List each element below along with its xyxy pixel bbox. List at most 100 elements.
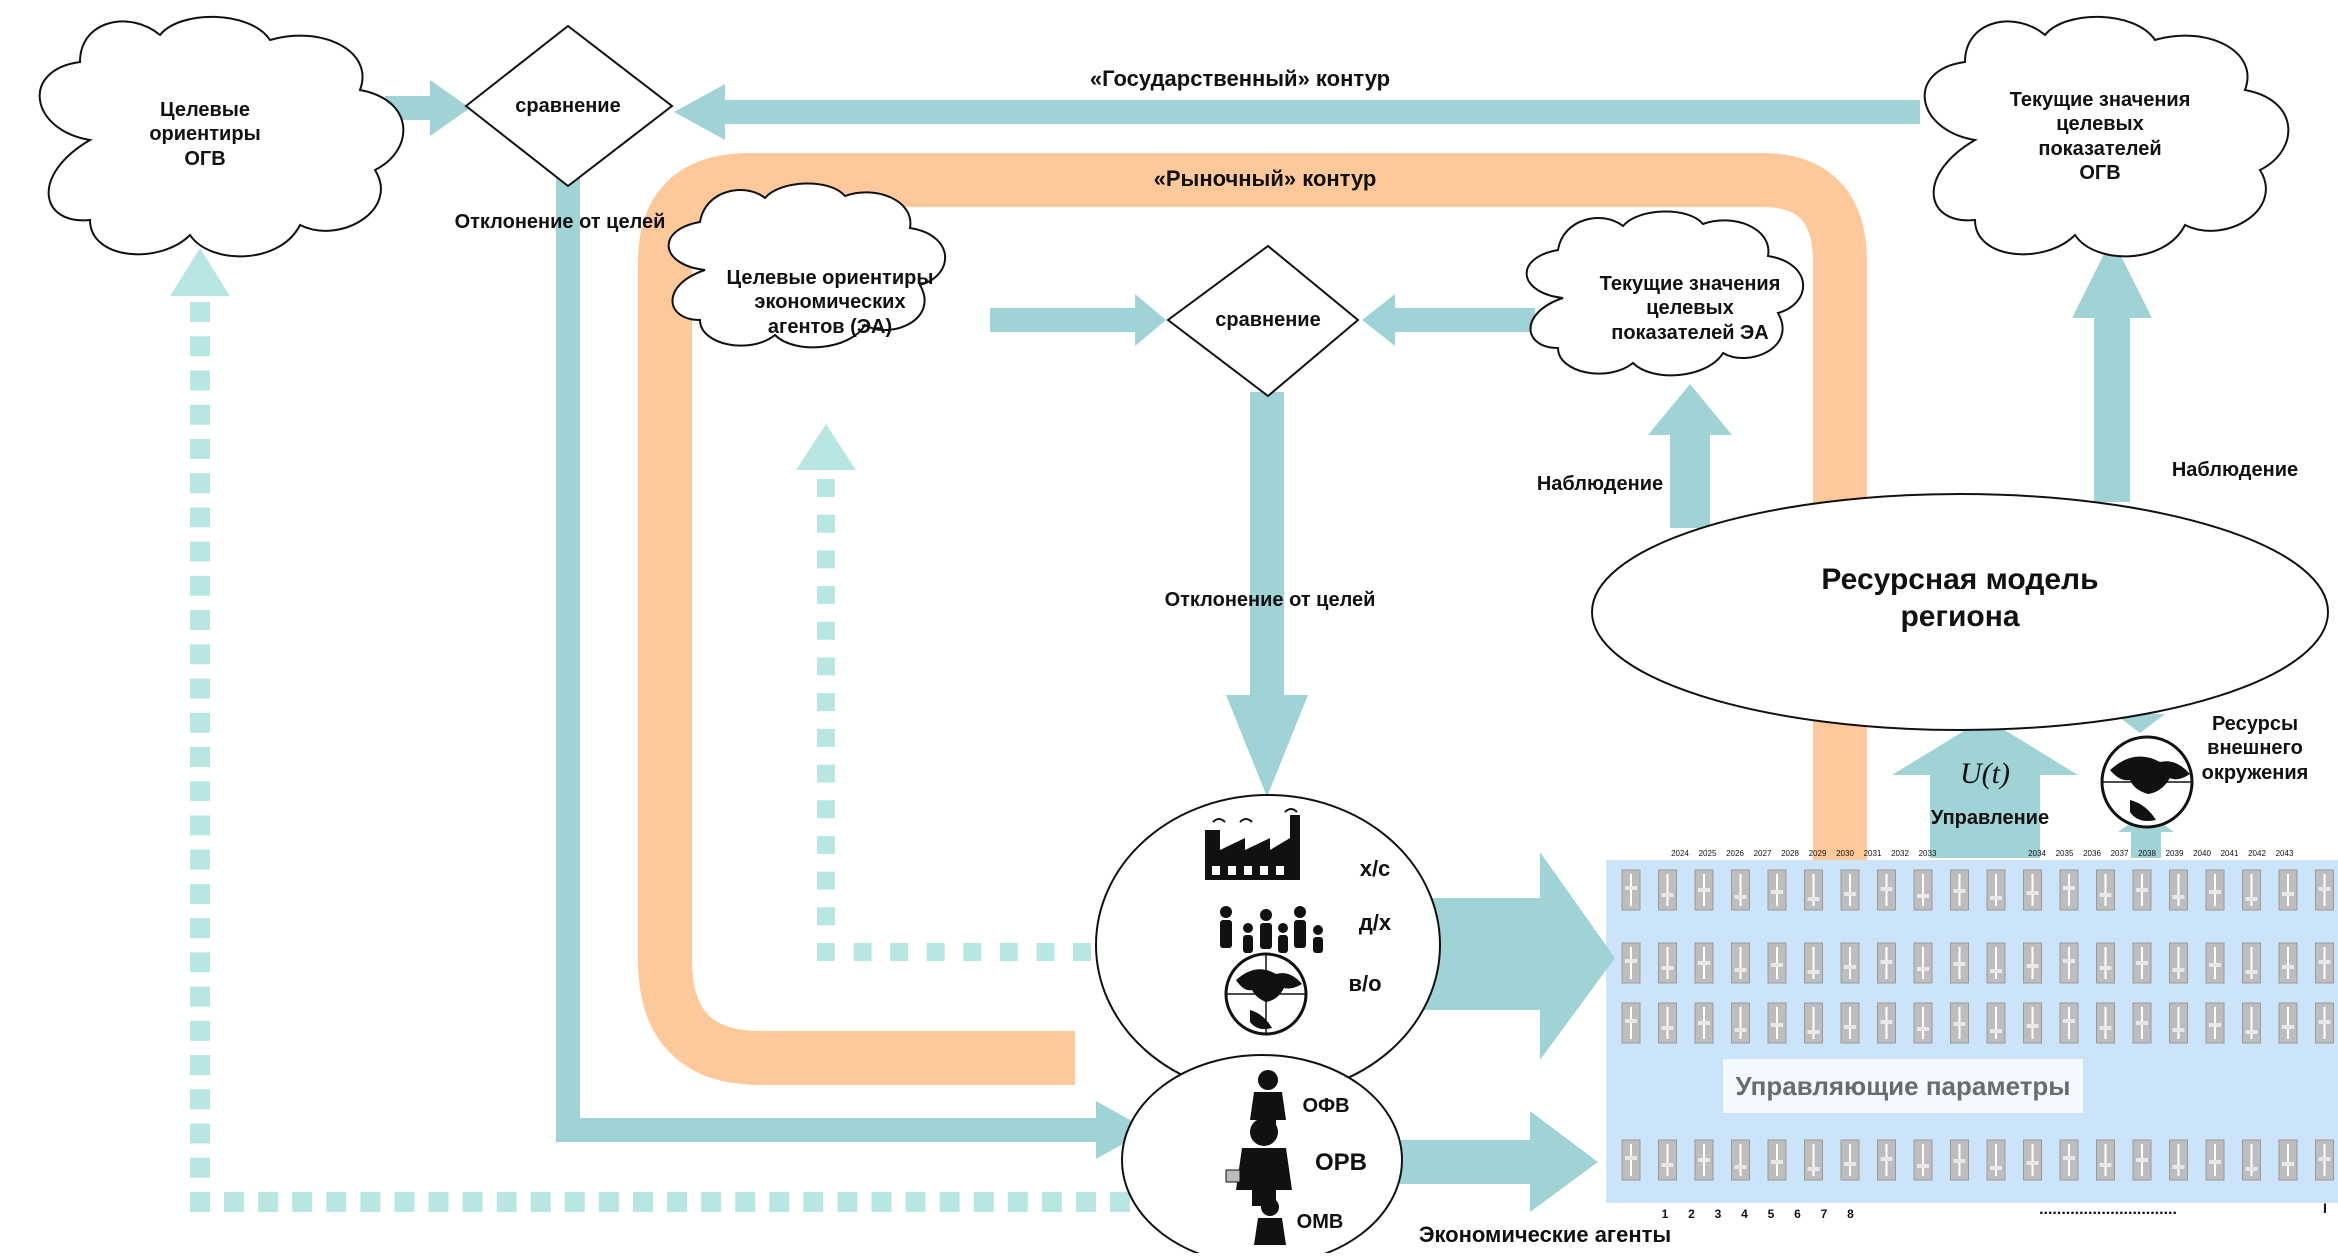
feedback-dot bbox=[853, 943, 872, 961]
year-label: 2031 bbox=[1863, 849, 1882, 858]
feedback-dot bbox=[428, 1192, 449, 1212]
feedback-dot bbox=[1041, 1192, 1062, 1212]
year-label: 2035 bbox=[2055, 849, 2074, 858]
slider-knob bbox=[1807, 1167, 1820, 1171]
feedback-dot bbox=[190, 644, 210, 665]
feedback-dot bbox=[326, 1192, 347, 1212]
slider-knob bbox=[2099, 893, 2112, 897]
feedback-dot bbox=[735, 1192, 756, 1212]
slider-knob bbox=[1661, 1026, 1674, 1030]
state-contour-label: «Государственный» контур bbox=[1089, 66, 1391, 91]
feedback-dot bbox=[258, 1192, 279, 1212]
slider-knob bbox=[1734, 1165, 1747, 1169]
slider-knob bbox=[1917, 1164, 1929, 1168]
sector-label-dx: д/х bbox=[1358, 910, 1392, 935]
slider-knob bbox=[2209, 1160, 2221, 1164]
cloud-ea-current bbox=[1525, 210, 1804, 377]
year-label: 2041 bbox=[2220, 849, 2239, 858]
feedback-dot bbox=[1007, 1192, 1028, 1212]
slider-knob bbox=[1734, 968, 1747, 972]
feedback-dot bbox=[190, 438, 210, 459]
market-contour-label: «Рыночный» контур bbox=[1153, 166, 1377, 191]
feedback-dot bbox=[530, 1192, 551, 1212]
slider-knob bbox=[1807, 897, 1820, 901]
feedback-dot bbox=[837, 1192, 858, 1212]
comparator-market bbox=[1166, 244, 1360, 398]
feedback-dot bbox=[190, 507, 210, 528]
slider-knob bbox=[1990, 896, 2002, 900]
feedback-dot bbox=[190, 952, 210, 973]
feedback-dot bbox=[190, 1123, 210, 1144]
feedback-dot bbox=[190, 302, 210, 322]
feedback-dot bbox=[817, 871, 835, 890]
year-label: 2043 bbox=[2275, 849, 2294, 858]
feedback-dot bbox=[360, 1192, 381, 1212]
feedback-dot bbox=[817, 728, 835, 747]
arrow-control bbox=[1892, 718, 2078, 858]
feedback-dot bbox=[769, 1192, 790, 1212]
feedback-dot bbox=[817, 514, 835, 533]
slider-knob bbox=[1771, 1023, 1783, 1027]
feedback-dot bbox=[190, 1089, 210, 1110]
year-label: 2038 bbox=[2138, 849, 2156, 858]
deviation-state-label: Отклонение от целей bbox=[454, 211, 666, 233]
slider-knob bbox=[1771, 890, 1783, 894]
globe-icon bbox=[1224, 952, 1308, 1036]
cloud-ea-targets bbox=[667, 182, 946, 349]
feedback-dot bbox=[190, 473, 210, 494]
slider-knob bbox=[1953, 1022, 1966, 1026]
slider-knob bbox=[1807, 1030, 1820, 1034]
slider-knob bbox=[2026, 891, 2039, 895]
slider-knob bbox=[2063, 1019, 2075, 1023]
market-contour-loop bbox=[638, 153, 1867, 1085]
cloud-ogv-current bbox=[1923, 15, 2290, 258]
slider-knob bbox=[1734, 895, 1747, 899]
feedback-dot bbox=[190, 1055, 210, 1076]
year-label: 2040 bbox=[2193, 849, 2211, 858]
year-label: 2026 bbox=[1726, 849, 1744, 858]
feedback-dot bbox=[190, 678, 210, 699]
slider-knob bbox=[2172, 968, 2185, 972]
feedback-dot bbox=[817, 693, 835, 712]
slider-knob bbox=[1844, 965, 1856, 969]
year-label: 2039 bbox=[2165, 849, 2184, 858]
feedback-dot bbox=[190, 986, 210, 1007]
feedback-dot bbox=[190, 883, 210, 904]
feedback-dot bbox=[667, 1192, 688, 1212]
slider-knob bbox=[1880, 1157, 1893, 1161]
control-symbol: U(t) bbox=[1960, 757, 2010, 790]
slider-knob bbox=[2245, 897, 2258, 901]
authority-label-orv: ОРВ bbox=[1314, 1149, 1367, 1176]
feedback-dot bbox=[1073, 943, 1091, 961]
feedback-dot bbox=[817, 764, 835, 783]
slider-knob bbox=[2026, 964, 2039, 968]
feedback-dot bbox=[292, 1192, 313, 1212]
feedback-dot bbox=[817, 800, 835, 819]
feedback-dot bbox=[190, 849, 210, 870]
arrow-authorities-to-panel bbox=[1400, 1111, 1598, 1212]
slider-knob bbox=[2209, 963, 2221, 967]
feedback-dot bbox=[905, 1192, 926, 1212]
slider-knob bbox=[1844, 892, 1856, 896]
slider-knob bbox=[1661, 893, 1674, 897]
feedback-dot bbox=[1075, 1192, 1096, 1212]
slider-knob bbox=[1990, 1166, 2002, 1170]
slider-knob bbox=[1625, 1019, 1637, 1023]
arrow-observation-ogv bbox=[2072, 238, 2152, 502]
feedback-dot bbox=[817, 943, 835, 961]
slider-knob bbox=[1844, 1025, 1856, 1029]
slider-knob bbox=[2172, 1165, 2185, 1169]
feedback-dot bbox=[190, 918, 210, 939]
comparator-market-text: сравнение bbox=[1215, 309, 1321, 331]
external-resources-label: Ресурсы внешнего окружения bbox=[2201, 713, 2309, 784]
slider-knob bbox=[1953, 962, 1966, 966]
deviation-market-label: Отклонение от целей bbox=[1164, 589, 1376, 611]
column-number: 4 bbox=[1741, 1207, 1748, 1221]
slider-knob bbox=[1880, 960, 1893, 964]
feedback-dot bbox=[190, 815, 210, 836]
feedback-dot bbox=[190, 747, 210, 767]
feedback-dot bbox=[817, 835, 835, 854]
feedback-dot bbox=[926, 943, 945, 961]
slider-knob bbox=[1807, 970, 1820, 974]
feedback-dot bbox=[190, 336, 210, 357]
